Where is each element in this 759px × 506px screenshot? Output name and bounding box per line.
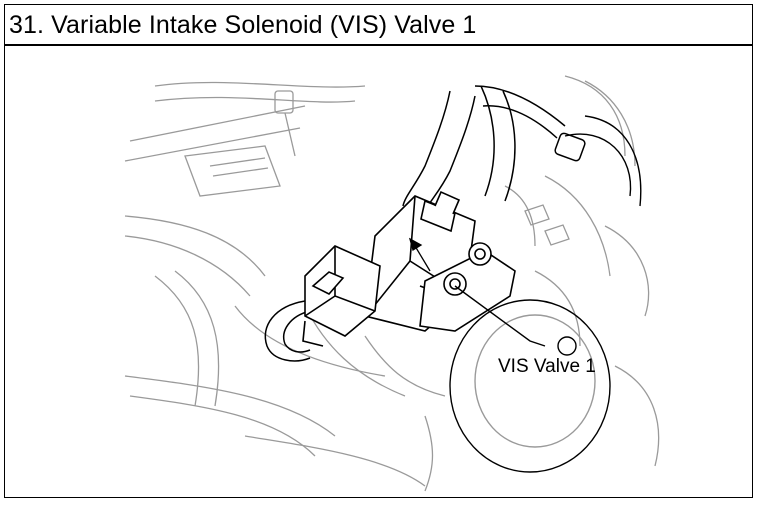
title-bar: 31. Variable Intake Solenoid (VIS) Valve… [5,5,752,46]
mounting-bracket [419,242,516,332]
flow-arrow [408,237,431,272]
round-housing [449,115,642,473]
electrical-connector [302,245,381,347]
page-title: 31. Variable Intake Solenoid (VIS) Valve… [9,11,477,39]
diagram-frame: 31. Variable Intake Solenoid (VIS) Valve… [4,4,753,498]
engine-illustration: VIS Valve 1 [124,75,660,492]
callout-leader [454,285,546,347]
vacuum-hoses [264,85,586,362]
callout-label: VIS Valve 1 [498,356,596,377]
